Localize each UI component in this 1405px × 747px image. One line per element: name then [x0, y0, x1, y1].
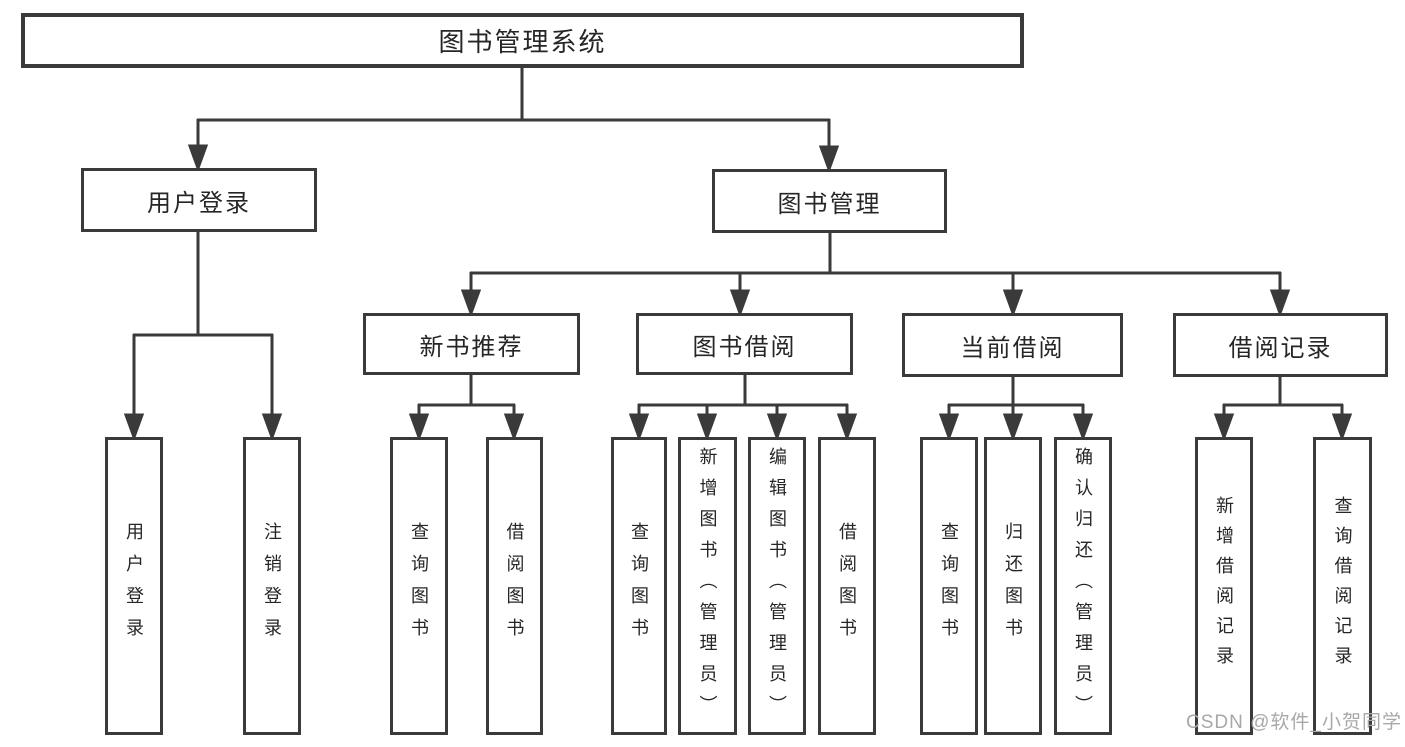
node-label: 图书管理系统	[438, 27, 607, 57]
arrowhead	[628, 413, 650, 442]
leaf-return-books: 归还图书	[984, 437, 1042, 735]
arrowhead	[766, 413, 788, 442]
arrowhead	[1213, 413, 1235, 442]
node-label: 借阅图书	[504, 522, 525, 650]
node-new-book-recommend: 新书推荐	[363, 313, 580, 375]
node-label: 归还图书	[1003, 522, 1023, 650]
node-label: 新增借阅记录	[1214, 496, 1234, 676]
node-label: 借阅图书	[837, 522, 857, 650]
node-book-borrow: 图书借阅	[636, 313, 853, 375]
node-label: 新书推荐	[419, 333, 524, 361]
arrowhead	[1002, 413, 1024, 442]
arrowhead	[1269, 289, 1291, 318]
arrowhead	[1072, 413, 1094, 442]
node-book-management: 图书管理	[712, 169, 947, 233]
leaf-query-borrow-record: 查询借阅记录	[1313, 437, 1372, 735]
arrowhead	[1002, 289, 1024, 318]
arrowhead	[1331, 413, 1353, 442]
arrowhead	[460, 289, 482, 318]
node-label: 当前借阅	[960, 334, 1065, 362]
node-label: 编辑图书（管理员）	[767, 446, 787, 726]
arrowhead	[836, 413, 858, 442]
node-label: 查询图书	[629, 522, 649, 650]
node-borrow-records: 借阅记录	[1173, 313, 1388, 377]
connector-root	[187, 68, 840, 174]
connector-user-login	[123, 232, 283, 442]
leaf-query-books-borrow: 查询图书	[611, 437, 667, 735]
watermark-text: CSDN @软件_小贺同学	[1186, 712, 1402, 733]
arrowhead	[261, 413, 283, 442]
connector-book-management	[460, 233, 1291, 318]
node-label: 用户登录	[147, 189, 251, 217]
node-current-borrow: 当前借阅	[902, 313, 1123, 377]
arrowhead	[729, 289, 751, 318]
arrowhead	[123, 413, 145, 442]
arrowhead	[696, 413, 718, 442]
connector-new-book-recommend	[408, 375, 525, 442]
node-label: 查询借阅记录	[1332, 496, 1353, 676]
node-label: 借阅记录	[1228, 334, 1333, 362]
node-root: 图书管理系统	[21, 13, 1024, 68]
node-label: 注销登录	[262, 522, 282, 650]
connector-borrow-records	[1213, 377, 1353, 442]
arrowhead	[818, 145, 840, 174]
leaf-user-login: 用户登录	[105, 437, 163, 735]
node-label: 图书借阅	[692, 333, 797, 361]
node-label: 查询图书	[409, 522, 429, 650]
leaf-edit-book-admin: 编辑图书（管理员）	[748, 437, 806, 735]
leaf-add-book-admin: 新增图书（管理员）	[678, 437, 737, 735]
leaf-add-borrow-record: 新增借阅记录	[1195, 437, 1253, 735]
node-label: 确认归还（管理员）	[1073, 446, 1093, 726]
arrowhead	[408, 413, 430, 442]
node-label: 查询图书	[939, 522, 959, 650]
connector-book-borrow	[628, 375, 858, 442]
connector-current-borrow	[938, 377, 1094, 442]
arrowhead	[938, 413, 960, 442]
arrowhead	[503, 413, 525, 442]
node-label: 新增图书（管理员）	[697, 446, 718, 726]
leaf-borrow-books: 借阅图书	[818, 437, 876, 735]
leaf-confirm-return-admin: 确认归还（管理员）	[1054, 437, 1112, 735]
node-label: 图书管理	[777, 190, 882, 218]
leaf-logout: 注销登录	[243, 437, 301, 735]
arrowhead	[187, 144, 209, 173]
leaf-query-books-recommend: 查询图书	[390, 437, 448, 735]
leaf-query-books-current: 查询图书	[920, 437, 978, 735]
leaf-borrow-books-recommend: 借阅图书	[486, 437, 543, 735]
node-label: 用户登录	[124, 522, 144, 650]
node-user-login: 用户登录	[81, 168, 317, 232]
